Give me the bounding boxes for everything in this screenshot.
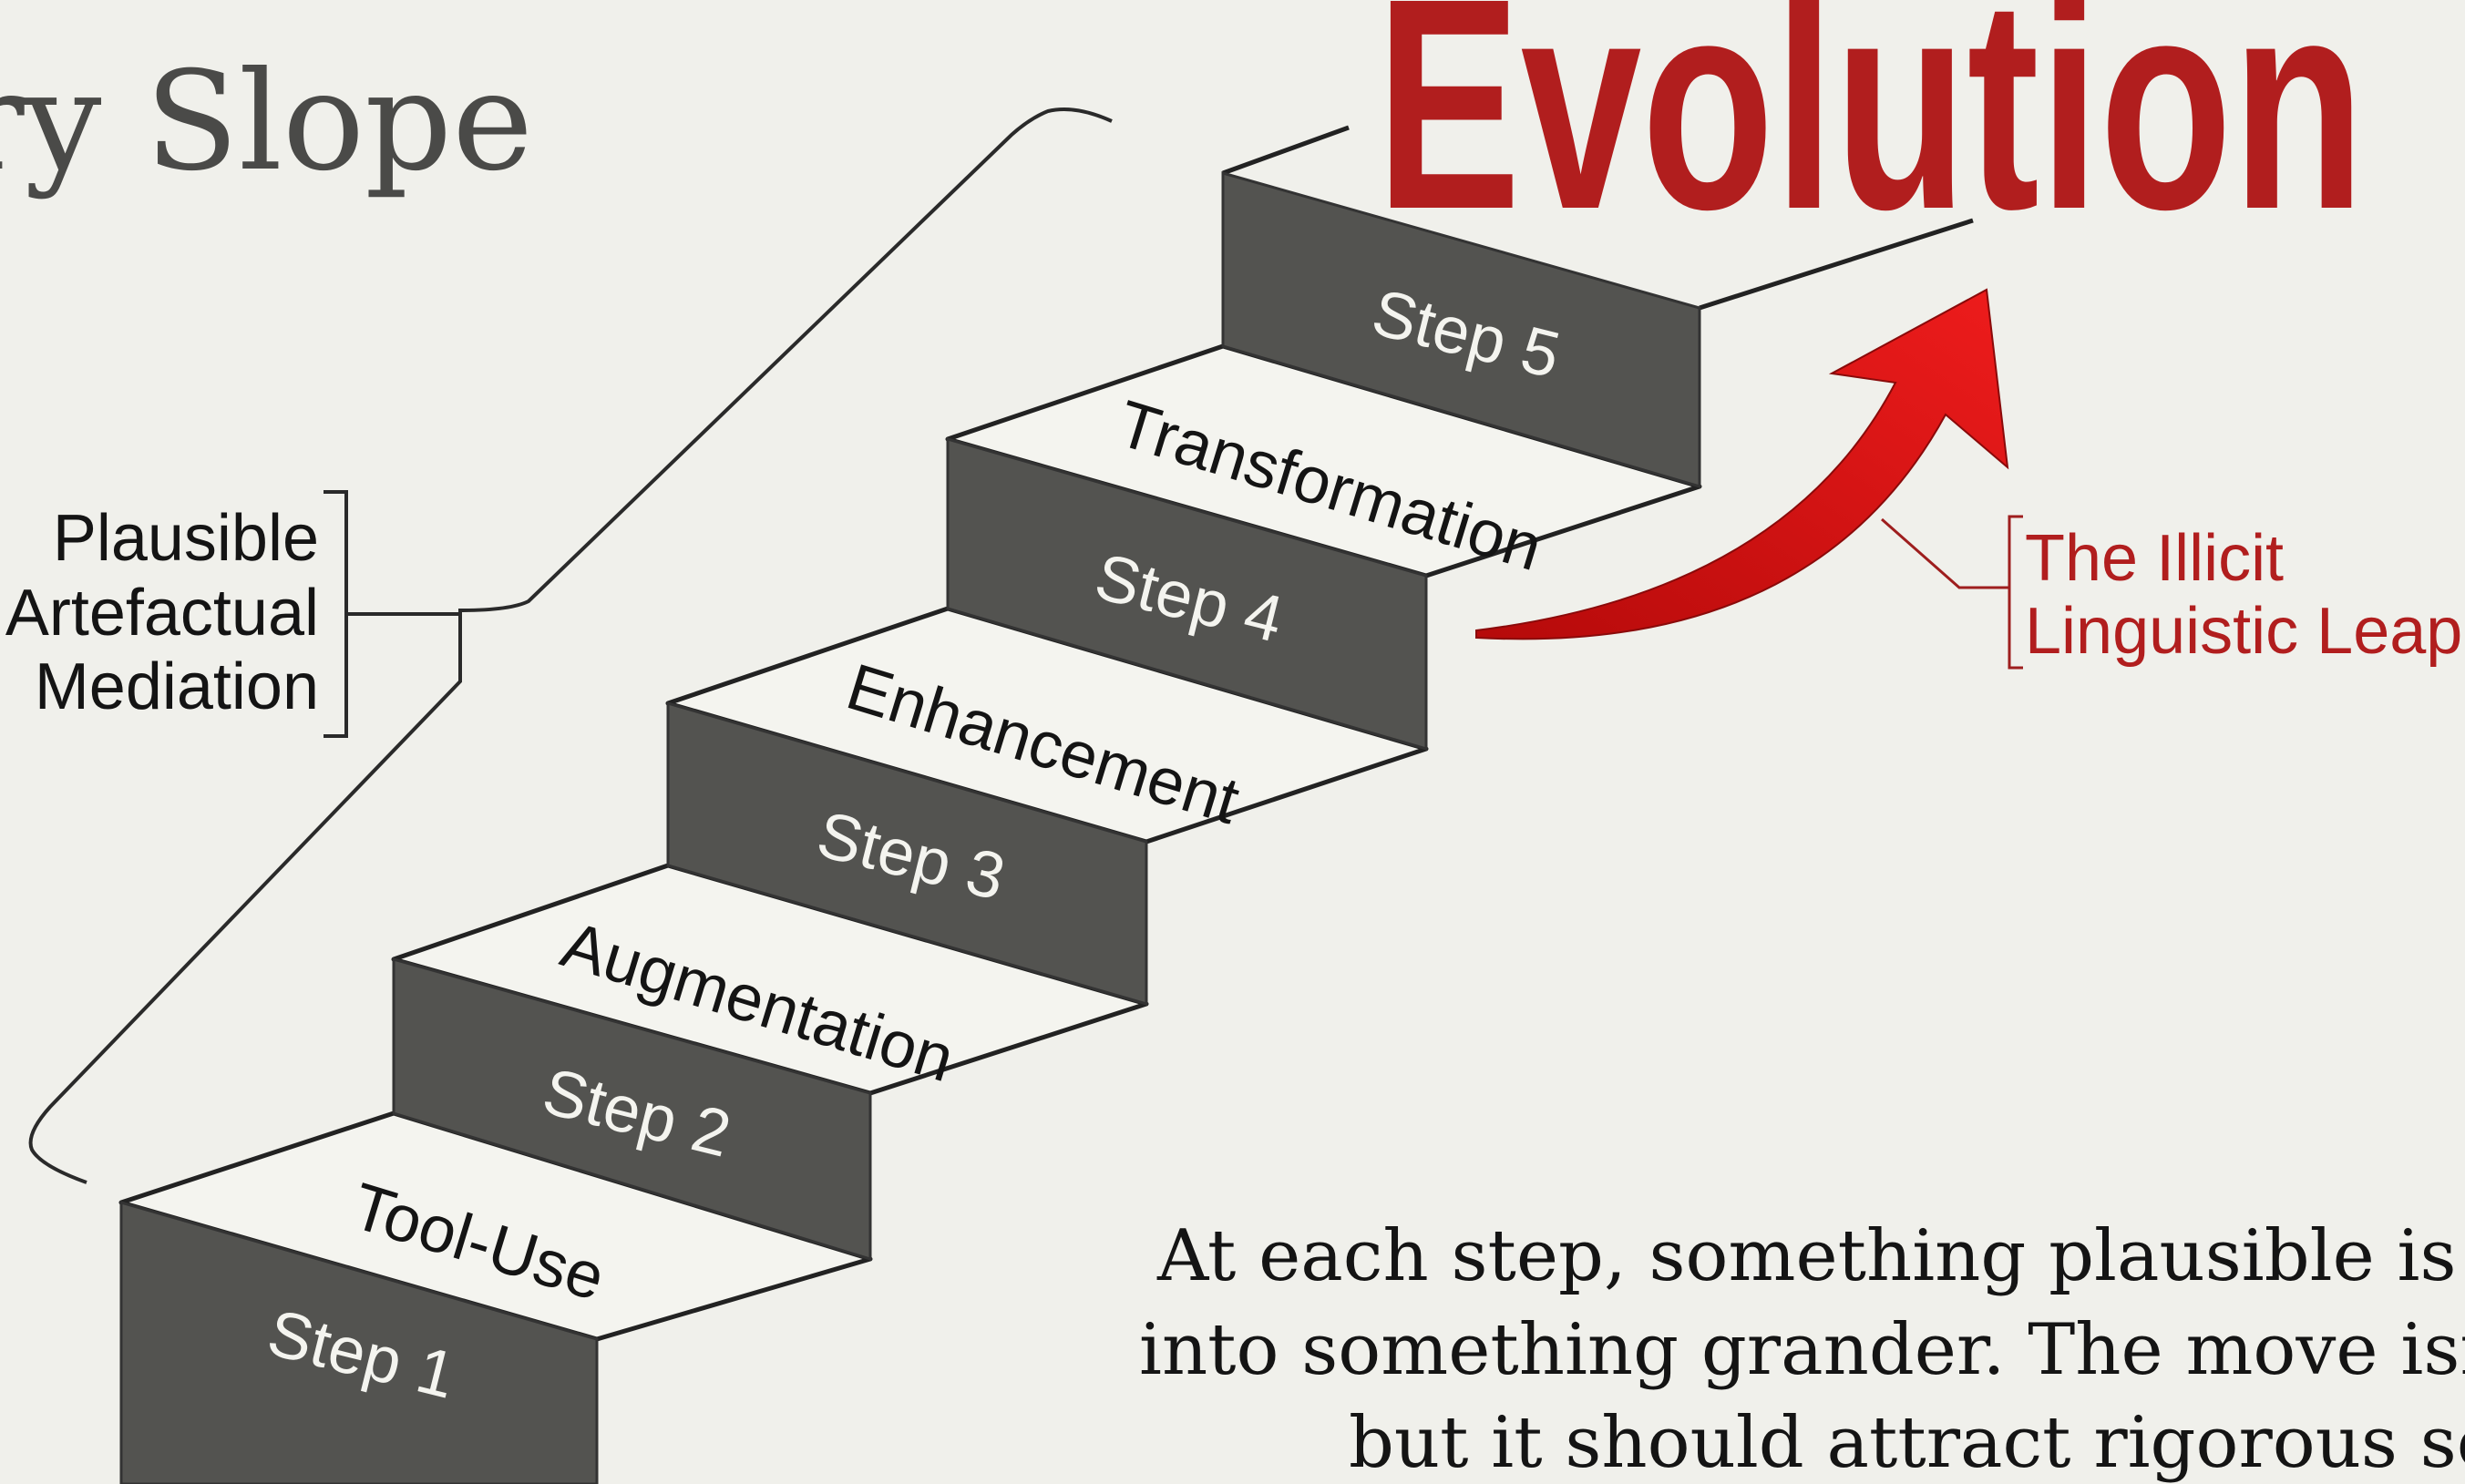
headline-evolution: Evolution: [1376, 0, 2365, 271]
title-line-1: mantic: [0, 0, 457, 19]
leap-arrow-icon: [1475, 288, 2009, 640]
stair-treads: [118, 343, 1702, 1342]
riser-5: [1221, 171, 1701, 489]
title-line-2: ry Slope: [0, 43, 533, 201]
leap-connector: [1881, 515, 2023, 670]
mediation-label-line-1: Plausible: [53, 502, 319, 575]
top-right-edge-line: [1699, 218, 1974, 311]
riser-3: [666, 701, 1148, 1006]
riser-4: [946, 437, 1428, 752]
slope-bracket: [28, 107, 1113, 1184]
caption-line-2: into something grander. The move isn’t i…: [1139, 1309, 2465, 1391]
mediation-label: Plausible Artefactual Mediation: [5, 502, 319, 723]
stair-risers: [119, 171, 1701, 1484]
caption-line-1: At each step, something plausible is smu…: [1156, 1215, 2465, 1297]
riser-2: [392, 957, 872, 1262]
leap-label-line-1: The Illicit: [2025, 522, 2284, 595]
top-edge-line: [1222, 125, 1350, 176]
label-bracket: [324, 490, 460, 738]
mediation-label-line-2: Artefactual: [5, 577, 319, 650]
leap-label: The Illicit Linguistic Leap: [2025, 522, 2462, 668]
caption-line-3: but it should attract rigorous scru: [1349, 1402, 2465, 1484]
caption: At each step, something plausible is smu…: [1139, 1215, 2465, 1484]
riser-1: [119, 1201, 599, 1484]
mediation-label-line-3: Mediation: [35, 650, 319, 723]
leap-label-line-2: Linguistic Leap: [2025, 595, 2462, 668]
